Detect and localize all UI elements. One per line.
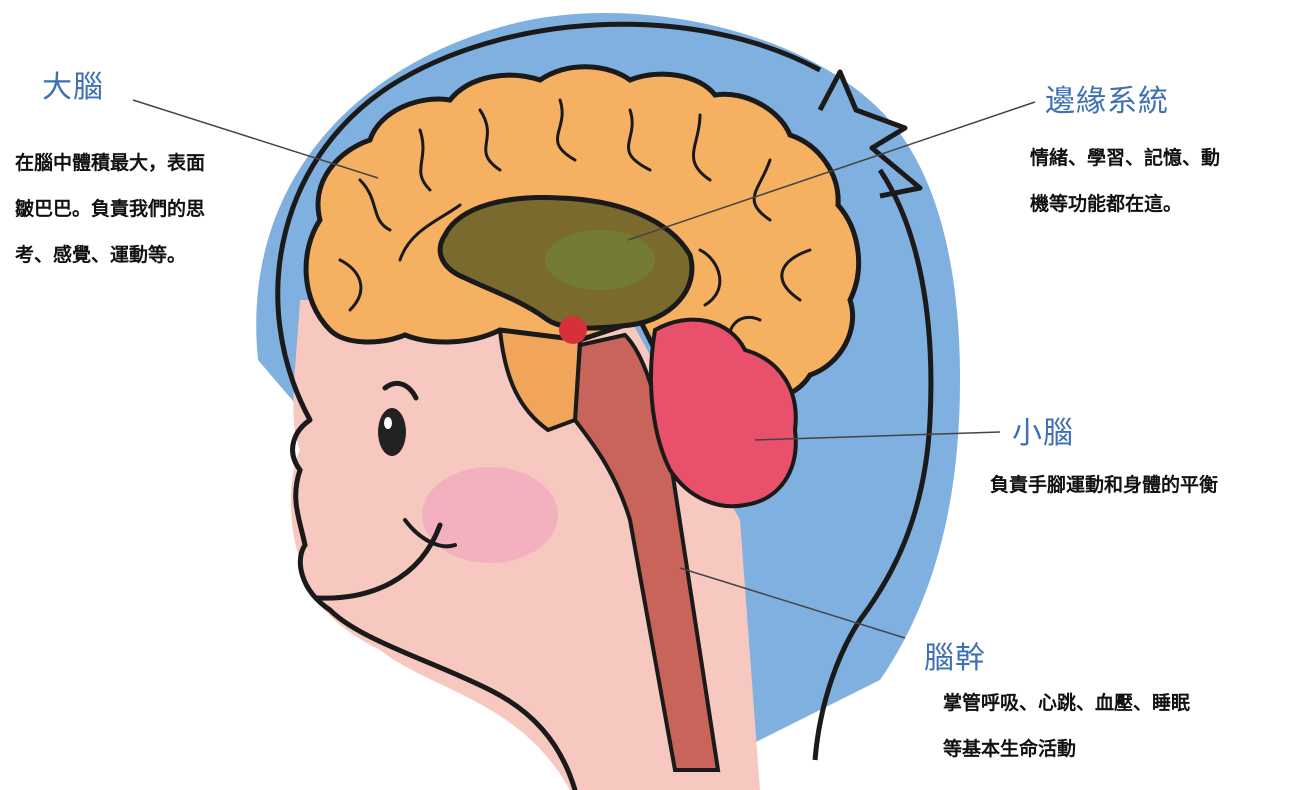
label-brainstem-description: 掌管呼吸、心跳、血壓、睡眠 等基本生命活動 <box>943 680 1190 772</box>
eye <box>378 408 406 456</box>
label-cerebrum-line-2: 皺巴巴。負責我們的思 <box>15 186 205 232</box>
label-brainstem-line-2: 等基本生命活動 <box>943 726 1190 772</box>
label-limbic-description: 情緒、學習、記憶、動 機等功能都在這。 <box>1030 135 1220 227</box>
amygdala-spot <box>559 316 587 344</box>
label-cerebellum-title: 小腦 <box>1012 408 1074 452</box>
label-brainstem-title: 腦幹 <box>924 633 986 677</box>
eye-highlight <box>384 417 392 429</box>
label-cerebrum-description: 在腦中體積最大，表面 皺巴巴。負責我們的思 考、感覺、運動等。 <box>15 140 205 278</box>
label-brainstem-line-1: 掌管呼吸、心跳、血壓、睡眠 <box>943 680 1190 726</box>
label-cerebellum-line-1: 負責手腳運動和身體的平衡 <box>990 462 1218 508</box>
label-cerebrum-line-1: 在腦中體積最大，表面 <box>15 140 205 186</box>
cheek-blush <box>422 467 558 563</box>
label-cerebrum-title: 大腦 <box>42 62 104 106</box>
label-limbic-line-2: 機等功能都在這。 <box>1030 181 1220 227</box>
label-cerebellum-description: 負責手腳運動和身體的平衡 <box>990 462 1218 508</box>
label-limbic-line-1: 情緒、學習、記憶、動 <box>1030 135 1220 181</box>
label-limbic-title: 邊緣系統 <box>1045 76 1169 120</box>
limbic-highlight <box>545 230 655 290</box>
label-cerebrum-line-3: 考、感覺、運動等。 <box>15 232 205 278</box>
